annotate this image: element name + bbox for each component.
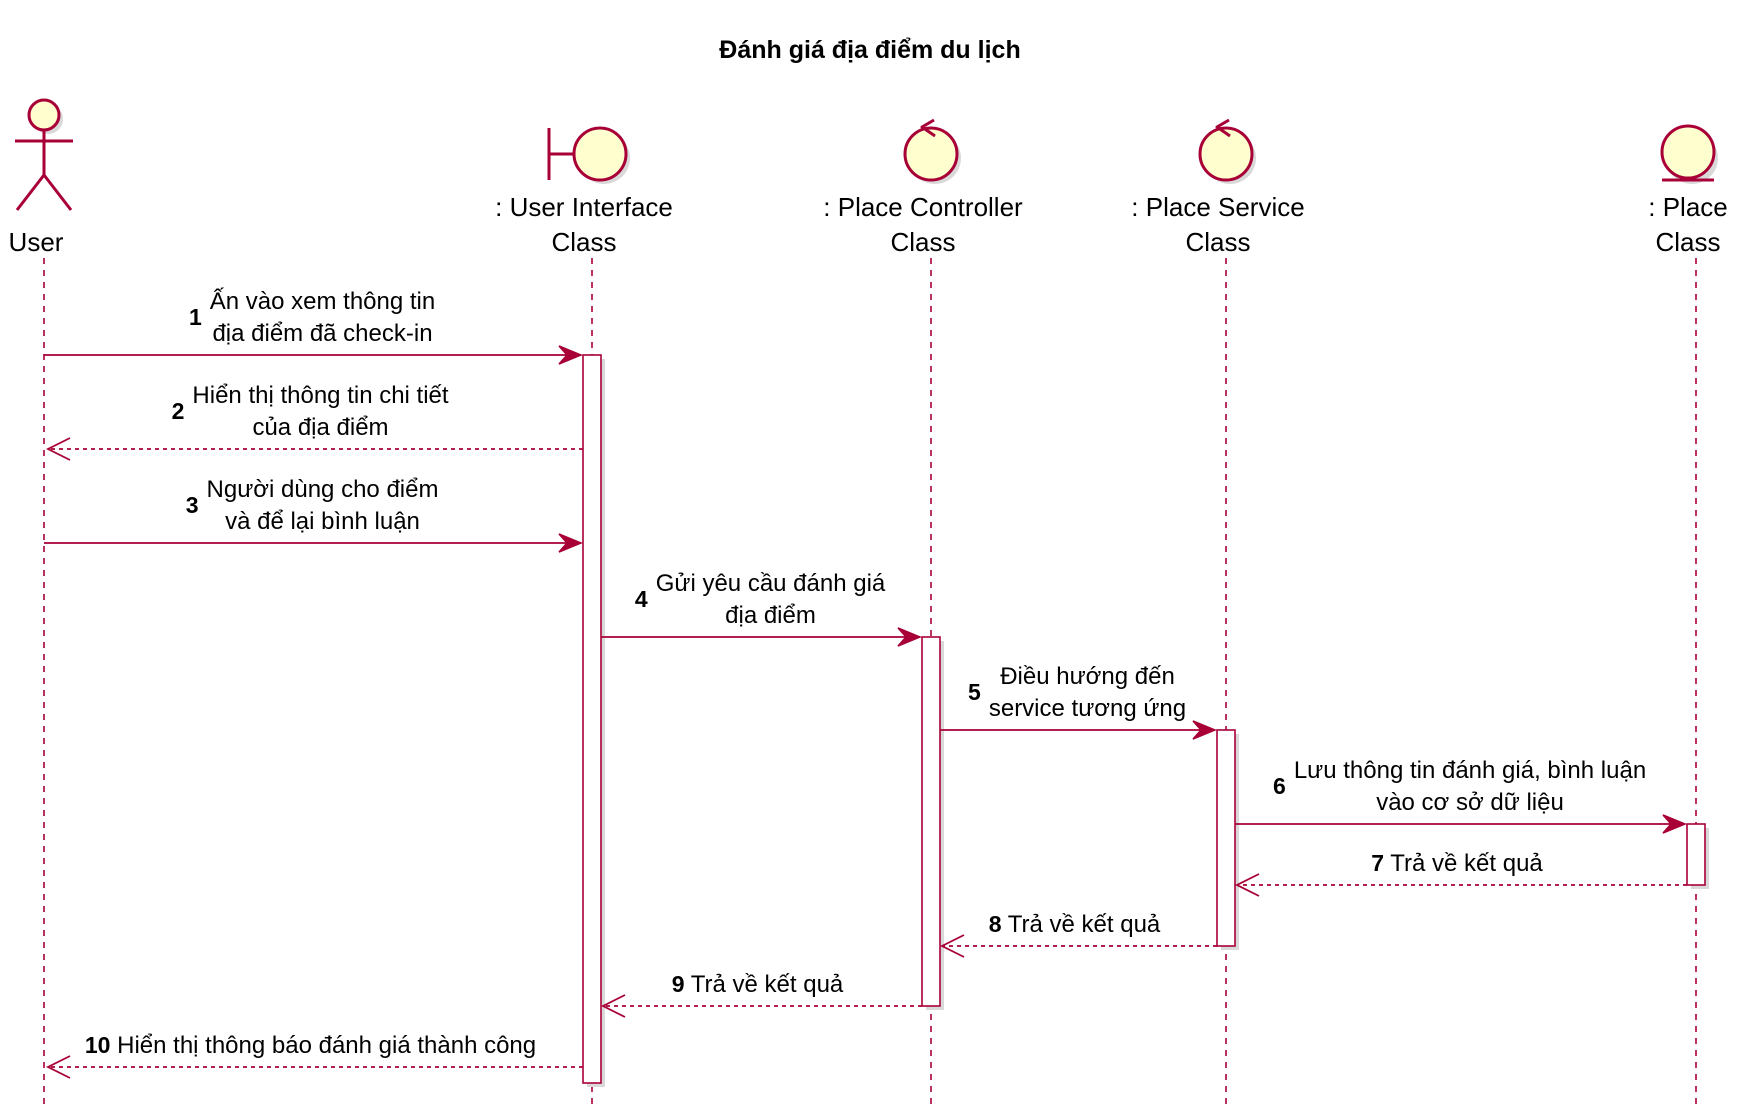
message-number-4: 4 xyxy=(635,586,648,612)
message-arrowhead-5 xyxy=(1192,720,1217,740)
activation-bars xyxy=(582,354,1709,1087)
control-icon xyxy=(1198,118,1256,184)
participant-label-place-1: Class xyxy=(1655,227,1720,257)
message-text-5-1: service tương ứng xyxy=(989,695,1186,722)
messages: Ấn vào xem thông tin địa điểm đã check-in… xyxy=(44,287,1687,1079)
diagram-title: Đánh giá địa điểm du lịch xyxy=(719,36,1020,64)
message-number-7: 7 xyxy=(1371,850,1384,876)
message-text-6-1: vào cơ sở dữ liệu xyxy=(1376,789,1564,816)
message-label-8: 8 Trả về kết quả xyxy=(989,911,1161,938)
message-number-3: 3 xyxy=(186,492,199,518)
message-arrowhead-3 xyxy=(558,533,583,553)
participant-label-svc-0: : Place Service xyxy=(1131,192,1304,222)
message-arrowhead-2 xyxy=(45,437,71,461)
message-arrowhead-8 xyxy=(939,934,965,958)
message-number-2: 2 xyxy=(172,398,185,424)
message-3: Người dùng cho điểm và để lại bình luận 3 xyxy=(44,476,583,553)
message-8: 8 Trả về kết quả xyxy=(939,911,1217,958)
actor-icon xyxy=(15,98,73,211)
message-text-4-1: địa điểm xyxy=(725,602,816,629)
entity-icon xyxy=(1660,124,1718,184)
activation-bar-svc xyxy=(1216,729,1236,947)
participant-label-user-0: User xyxy=(9,227,64,257)
control-icon xyxy=(903,118,961,184)
message-text-8-0: Trả về kết quả xyxy=(1002,911,1161,938)
participant-label-ui-0: : User Interface xyxy=(495,192,673,222)
participant-label-ctrl-1: Class xyxy=(890,227,955,257)
message-number-10: 10 xyxy=(85,1032,111,1058)
message-arrowhead-9 xyxy=(600,994,626,1018)
participant-label-ctrl-0: : Place Controller xyxy=(823,192,1023,222)
message-9: 9 Trả về kết quả xyxy=(600,971,922,1018)
message-4: Gửi yêu cầu đánh giá địa điểm 4 xyxy=(601,570,922,647)
message-label-10: 10 Hiển thị thông báo đánh giá thành côn… xyxy=(85,1032,536,1059)
participant-label-svc-1: Class xyxy=(1185,227,1250,257)
message-text-10-0: Hiển thị thông báo đánh giá thành công xyxy=(110,1032,536,1059)
message-number-6: 6 xyxy=(1273,773,1286,799)
message-number-1: 1 xyxy=(189,304,202,330)
message-arrowhead-7 xyxy=(1234,873,1260,897)
message-text-2-1: của địa điểm xyxy=(252,414,388,441)
participant-label-ui-1: Class xyxy=(551,227,616,257)
message-text-4-0: Gửi yêu cầu đánh giá xyxy=(656,570,886,597)
message-text-9-0: Trả về kết quả xyxy=(685,971,844,998)
message-text-1-0: Ấn vào xem thông tin xyxy=(210,287,435,315)
activation-bar-ctrl xyxy=(921,636,941,1007)
message-5: Điều hướng đến service tương ứng 5 xyxy=(940,663,1217,740)
message-1: Ấn vào xem thông tin địa điểm đã check-in… xyxy=(44,287,583,365)
message-text-1-1: địa điểm đã check-in xyxy=(212,320,432,347)
activation-bar-place xyxy=(1686,823,1706,886)
message-text-3-1: và để lại bình luận xyxy=(225,508,420,535)
message-label-7: 7 Trả về kết quả xyxy=(1371,850,1543,877)
message-6: Lưu thông tin đánh giá, bình luận vào cơ … xyxy=(1235,757,1687,834)
message-arrowhead-6 xyxy=(1662,814,1687,834)
message-label-9: 9 Trả về kết quả xyxy=(672,971,844,998)
message-arrowhead-4 xyxy=(897,627,922,647)
message-text-7-0: Trả về kết quả xyxy=(1384,850,1543,877)
message-7: 7 Trả về kết quả xyxy=(1234,850,1687,897)
message-arrowhead-1 xyxy=(558,345,583,365)
message-2: Hiển thị thông tin chi tiết của địa điểm 2 xyxy=(45,382,583,461)
message-text-2-0: Hiển thị thông tin chi tiết xyxy=(192,382,448,409)
message-arrowhead-10 xyxy=(45,1055,71,1079)
message-10: 10 Hiển thị thông báo đánh giá thành côn… xyxy=(45,1032,583,1079)
message-text-5-0: Điều hướng đến xyxy=(1000,663,1175,690)
activation-bar-ui xyxy=(582,354,602,1084)
message-number-9: 9 xyxy=(672,971,685,997)
message-number-8: 8 xyxy=(989,911,1002,937)
participant-user: User xyxy=(9,98,73,257)
message-text-6-0: Lưu thông tin đánh giá, bình luận xyxy=(1294,757,1646,784)
participant-label-place-0: : Place xyxy=(1648,192,1728,222)
boundary-icon xyxy=(547,126,630,184)
message-number-5: 5 xyxy=(968,679,981,705)
message-text-3-0: Người dùng cho điểm xyxy=(207,476,439,503)
